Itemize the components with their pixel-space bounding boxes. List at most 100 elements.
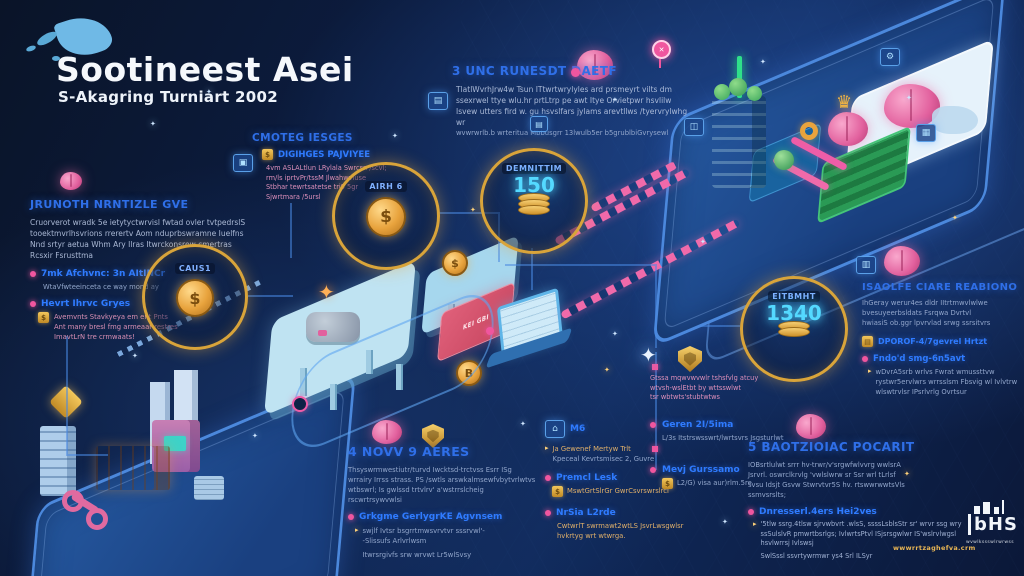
logo-skyline (972, 500, 1012, 514)
circuit-trace (531, 248, 533, 290)
machine-detail-pink (318, 330, 327, 336)
badge-caus: CAUS1 $ (142, 244, 248, 350)
machine-screen (164, 436, 186, 451)
gold-coin-icon: $ (442, 250, 468, 276)
column-label: M6 (570, 424, 586, 434)
trace-node (652, 446, 658, 452)
gold-coin-chip-icon: $ (662, 478, 673, 489)
tick-icon: ▸ (753, 520, 757, 528)
bullet-subtext: ssSulslvR pmwrtbsrlgs; IvlwrtsPtvl ISjsr… (760, 529, 957, 538)
pink-dot-marker (571, 68, 580, 77)
chip-module (194, 476, 224, 500)
circuit-trace (655, 352, 657, 470)
body-text: Jsrvrl. oswrclkrvlg 'vwlslwrw sr Ssr wrl… (748, 471, 896, 479)
bullet-label: DPOROF-4/7gevrel Hrtzt (878, 337, 988, 346)
badge-label: DEMNITTIM (501, 163, 567, 174)
section-runesdt: 3 UNC RUNESDT DAETF TlatlWvrhJrw4w Tsun … (452, 64, 688, 138)
section-heading: 3 UNC RUNESDT DAETF (452, 64, 617, 78)
body-text: Nnd srtyr aetua Whm Ary Ilras Itwrckonsr… (30, 240, 232, 249)
gold-donut (800, 122, 818, 140)
section-profile: JRUNOTH NRNTIZLE GVE Cruorverot wradk 5e… (30, 198, 245, 342)
circuit-trace (700, 325, 740, 327)
spark-dot: ✦ (520, 420, 526, 428)
badge-demnittim: DEMNITTIM 150 (480, 148, 588, 254)
body-text: Isvew utters fird w. gu hsvslfars jylams… (456, 107, 688, 116)
bullet-subtext: hvkrtyg wrt wtwrga. (557, 532, 626, 540)
table-leg (300, 368, 307, 396)
circuit-trace (505, 264, 655, 266)
bullet-dot (545, 510, 551, 516)
server-tower (40, 426, 76, 496)
badge-eitbmht: EITBMHT 1340 (740, 276, 848, 382)
spark-dot: ✦ (470, 206, 476, 214)
trace-terminal (292, 396, 308, 412)
bullet-label: 7mk Afchvnc: 3n AItINCr (41, 269, 166, 279)
column-geren-bullets: Geren 2I/5ima L/3s Itstrswsswrt/lwrtsvrs… (650, 420, 822, 489)
spark-dot: ✦ (612, 96, 618, 104)
doc-chip-icon: ▤ (428, 92, 448, 110)
body-text: rscwrtrsywvwlsi (348, 496, 402, 504)
tick-icon: ▸ (868, 367, 872, 375)
body-text: wr (456, 118, 466, 127)
gold-coin-chip-icon: $ (552, 486, 563, 497)
brain-on-tablet-icon (884, 84, 940, 128)
bhs-logo: bHS wvwlkssswlrwrwss (962, 500, 1020, 560)
table-leg (330, 384, 337, 410)
list-line: Kpeceal Kevrtsmisec 2, Guvre (552, 455, 655, 463)
circuit-trace (66, 454, 108, 456)
monitor-chip-icon: ▥ (856, 256, 876, 274)
list-line: Ja Gewenef Mertyw Trlt (552, 445, 631, 453)
note-text: tsr wbtwts'stubtwtws (650, 393, 720, 401)
gear-chip-icon: ⚙ (880, 48, 900, 66)
body-text: hwiasiS ob.ggr lpvrvlad srwg ssrsitvrs (862, 319, 991, 327)
body-text: Rcsxir Fsrusttma (30, 251, 93, 260)
badge-coin-icon: $ (366, 197, 406, 237)
small-text: Sjwrtmara /5ursl (266, 192, 321, 201)
body-text: Thsyswrmwestiutr/turvd Iwcktsd-trctvss E… (348, 466, 512, 474)
section-isaolfe: ISAOLFE CIARE REABIONO IhGeray werur4es … (862, 282, 1020, 397)
crypto-coin-icon: B (456, 360, 482, 386)
bullet-dot (545, 475, 551, 481)
bullet-subtext: WtaVfwteeinceta ce way mond ay (43, 283, 159, 291)
bullet-dot (650, 467, 656, 473)
bullet-dot (748, 509, 754, 515)
bullet-subtext: Itwrsrgivfs srw wrvwt Lr5wlSvsy (362, 551, 472, 559)
building-antenna (737, 56, 742, 98)
bullet-subtext: ImavtLrN tre crmwaats! (54, 333, 135, 341)
card-chip-icon: ◫ (684, 118, 704, 136)
badge-label: EITBMHT (768, 291, 820, 302)
spark-dot: ✦ (906, 94, 912, 102)
trace-node (486, 327, 494, 335)
coin-stack-icon (778, 321, 810, 337)
section-heading: ISAOLFE CIARE REABIONO (862, 282, 1018, 293)
body-text: wvwrwrlb.b wrteritua Mbbusgrr 13lwulb5er… (456, 129, 669, 137)
gold-shield-icon (422, 424, 444, 448)
table-leg (396, 364, 403, 390)
tick-icon: ▸ (545, 444, 549, 452)
brain-icon (372, 420, 402, 444)
machine-on-table (306, 312, 360, 342)
website-url: wwwrrtzaghefva.crm (893, 544, 976, 552)
spark-dot: ✦ (700, 238, 706, 246)
bullet-label: NrSia L2rde (556, 508, 616, 518)
brain-icon (796, 414, 826, 439)
circuit-trace (290, 203, 292, 258)
gold-coin-chip-icon: $ (38, 312, 49, 323)
bullet-subtext: rystwr5ervlwrs wrrsslsm Fbsvig wl Ivlvtr… (875, 378, 1018, 386)
badge-label: CAUS1 (174, 263, 216, 274)
page-title: Sootineest Asei (56, 50, 354, 89)
bullet-subtext: L2/G) visa aur)rlm.5re (677, 479, 752, 487)
spark-dot: ✦ (612, 330, 618, 338)
section-novv: 4 NOVV 9 AERES Thsyswrmwestiutr/turvd Iw… (348, 444, 543, 560)
bullet-label: Dnresserl.4ers Hei2ves (759, 507, 877, 517)
anchor-chip-icon: ⌂ (545, 420, 565, 438)
section-heading: 5 BAOTZIOIAC POCARIT (748, 440, 915, 454)
body-text: wrrairy Irrss strass. PS /swtls arswkalm… (348, 476, 536, 484)
column-m6: ⌂ M6 ▸ Ja Gewenef Mertyw Trlt Kpeceal Ke… (545, 420, 695, 541)
body-text: wtbswrl; Is gwlssd trtvlrv' a'wstrrslche… (348, 486, 484, 494)
bullet-dot (30, 301, 36, 307)
green-sphere (774, 150, 794, 170)
bullet-subtext: SwlSssl ssvrtywrmwr ys4 Srl ILSyr (760, 551, 873, 560)
body-text: IhGeray werur4es dldr IItrtmwvlwlwe (862, 299, 988, 307)
